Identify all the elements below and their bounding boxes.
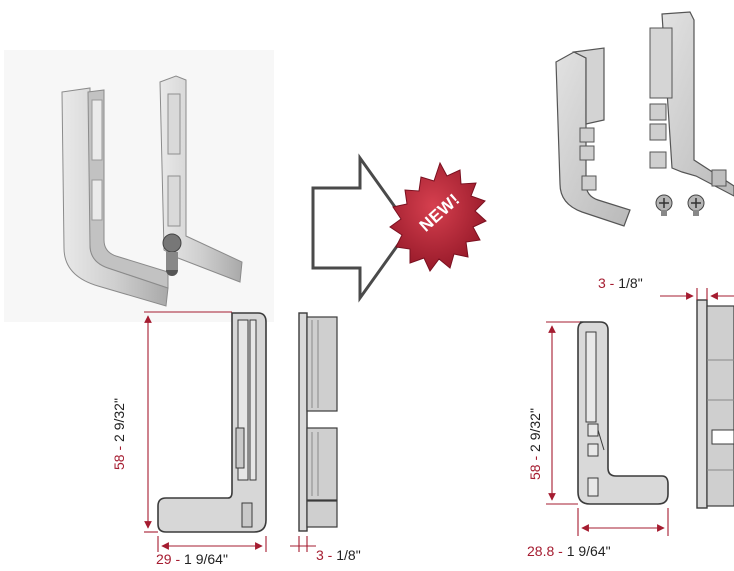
left-width-sep: -: [171, 551, 185, 567]
right-width-mm: 28.8: [527, 543, 555, 559]
right-thickness-sep: -: [605, 275, 619, 291]
right-dimension-lines: [546, 288, 734, 536]
new-starburst-badge: [389, 161, 487, 272]
screw-icon: [655, 194, 705, 216]
right-width-sep: -: [554, 543, 567, 559]
old-bracket-side-view: [298, 312, 338, 532]
left-thickness-mm: 3: [316, 547, 324, 563]
right-height-inch: 2 9/32": [527, 408, 543, 452]
right-width-dimension: 28.8 - 1 9/64": [527, 544, 611, 558]
left-height-mm: 58: [111, 454, 127, 470]
left-height-sep: -: [111, 441, 127, 455]
new-bracket-render: [555, 11, 734, 227]
left-width-inch: 1 9/64": [184, 551, 228, 567]
left-dimension-lines: [144, 311, 316, 552]
new-bracket-side-view: [696, 299, 734, 509]
left-height-dimension: 58 - 2 9/32": [111, 398, 127, 470]
left-width-dimension: 29 - 1 9/64": [156, 552, 228, 566]
old-bracket-front-view: [157, 312, 267, 533]
left-thickness-inch: 1/8": [336, 547, 361, 563]
right-thickness-dimension: 3 - 1/8": [598, 276, 643, 290]
right-thickness-mm: 3: [598, 275, 606, 291]
left-thickness-sep: -: [323, 547, 337, 563]
right-height-sep: -: [527, 451, 543, 465]
left-thickness-dimension: 3 - 1/8": [316, 548, 361, 562]
right-width-inch: 1 9/64": [566, 543, 611, 559]
right-thickness-inch: 1/8": [618, 275, 643, 291]
right-height-dimension: 58 - 2 9/32": [527, 408, 543, 480]
left-width-mm: 29: [156, 551, 172, 567]
new-bracket-front-view: [577, 321, 669, 505]
right-height-mm: 58: [527, 464, 543, 480]
old-bracket-photo: [4, 50, 274, 322]
left-height-inch: 2 9/32": [111, 398, 127, 442]
arrow-right-icon: [311, 153, 412, 303]
